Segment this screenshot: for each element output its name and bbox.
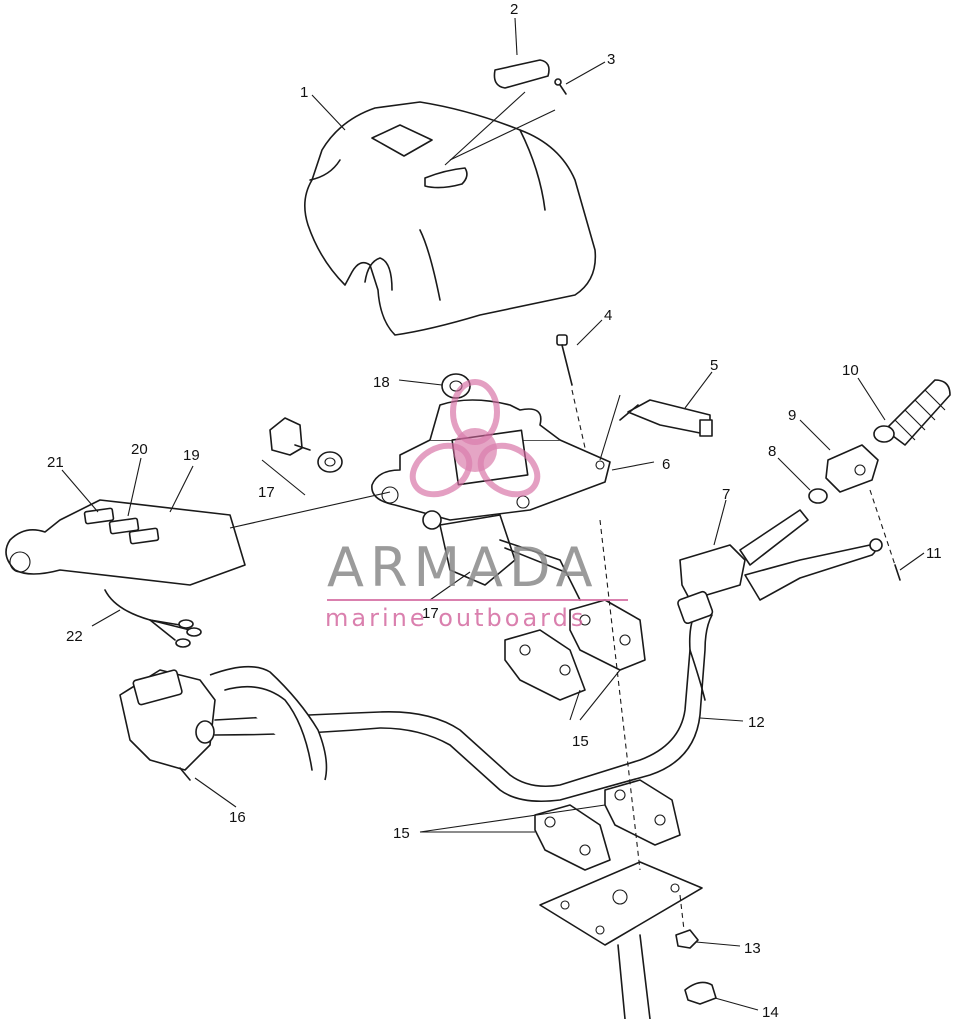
propeller-logo-icon xyxy=(409,379,541,498)
watermark-tagline: marine outboards xyxy=(325,604,586,632)
key-switch-upper xyxy=(261,417,343,496)
callout-13: 13 xyxy=(744,940,761,957)
callout-4: 4 xyxy=(604,307,612,324)
callout-17-lower: 17 xyxy=(422,605,439,622)
switch-panel xyxy=(5,491,391,586)
callout-2: 2 xyxy=(510,1,518,18)
callout-16: 16 xyxy=(229,809,246,826)
callout-5: 5 xyxy=(710,357,718,374)
callout-11: 11 xyxy=(926,545,942,562)
left-switch-housing xyxy=(119,669,216,781)
callout-14: 14 xyxy=(762,1004,779,1019)
cover-plug xyxy=(493,59,550,89)
brake-lever xyxy=(744,538,883,601)
callout-17-upper: 17 xyxy=(258,484,275,501)
nut-13 xyxy=(675,929,699,949)
callout-8: 8 xyxy=(768,443,776,460)
callout-20: 20 xyxy=(131,441,148,458)
callout-labels: 1 2 3 4 5 6 7 8 9 10 11 12 13 14 15 15 1… xyxy=(47,1,942,1019)
handlebar xyxy=(209,590,714,803)
switch-housing xyxy=(825,444,879,493)
callout-7: 7 xyxy=(722,486,730,503)
callout-9: 9 xyxy=(788,407,796,424)
callout-22: 22 xyxy=(66,628,83,645)
screw-11 xyxy=(894,564,901,581)
cable-clamp-14 xyxy=(684,981,717,1005)
callout-15-lower: 15 xyxy=(393,825,410,842)
callout-6: 6 xyxy=(662,456,670,473)
screw-head-3 xyxy=(554,78,562,86)
spacer-8 xyxy=(808,488,828,504)
callout-10: 10 xyxy=(842,362,859,379)
base-plate xyxy=(539,861,703,946)
callout-21: 21 xyxy=(47,454,64,471)
handlebar-cover xyxy=(304,101,597,336)
throttle-cable-part xyxy=(619,399,713,437)
clamp-lower xyxy=(534,779,681,871)
hand-grip xyxy=(873,379,951,446)
ignition-switch xyxy=(422,510,581,601)
wire-harness xyxy=(104,589,202,648)
callout-18: 18 xyxy=(373,374,390,391)
callout-3: 3 xyxy=(607,51,615,68)
clamp-upper xyxy=(504,599,646,701)
callout-19: 19 xyxy=(183,447,200,464)
callout-1: 1 xyxy=(300,84,308,101)
callout-15-upper: 15 xyxy=(572,733,589,750)
bolt-4 xyxy=(556,334,573,386)
watermark-brand: ARMADA xyxy=(327,536,599,599)
throttle-tube xyxy=(739,509,809,566)
watermark: ARMADA marine outboards xyxy=(325,379,628,632)
leader-lines xyxy=(61,17,925,1011)
callout-12: 12 xyxy=(748,714,765,731)
